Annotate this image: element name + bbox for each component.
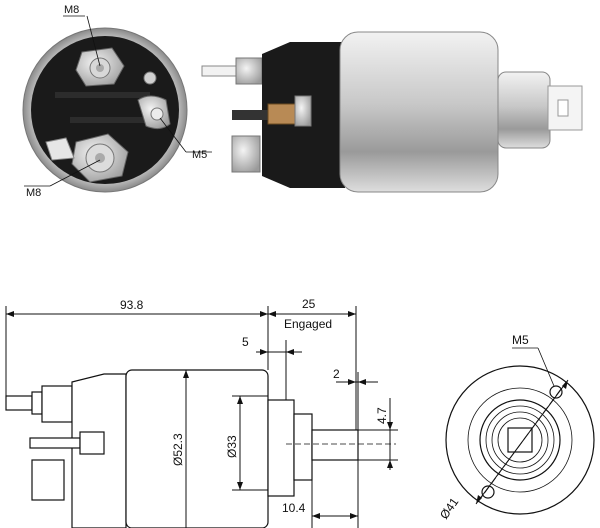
dim-nose-length: 10.4 (282, 501, 306, 515)
leader-m8-bottom (49, 159, 101, 187)
dim-offset-2: 2 (333, 367, 340, 381)
bolt-hole-bottom (481, 485, 495, 499)
photo-side-view (201, 31, 583, 193)
dim-line-bolt-circle (475, 379, 569, 505)
label-m5: M5 (192, 149, 207, 161)
drawing-side-elevation (5, 369, 359, 528)
dim-engaged-note: Engaged (284, 317, 332, 331)
dim-stroke: 25 (302, 297, 316, 311)
bolt-hole-top (549, 385, 563, 399)
leader-m5 (159, 117, 187, 153)
bottom-terminal-nut (71, 133, 129, 183)
dim-nose-diameter: Ø33 (225, 435, 239, 458)
label-m8-bottom: M8 (26, 187, 41, 199)
dim-height-4-7: 4.7 (375, 407, 389, 424)
dim-body-diameter: Ø52.3 (171, 433, 185, 466)
dim-offset-5: 5 (242, 335, 249, 349)
top-terminal-nut (75, 47, 125, 87)
dim-overall-length: 93.8 (120, 298, 144, 312)
photo-end-view (22, 27, 188, 193)
label-end-thread: M5 (512, 333, 529, 347)
leader-end-m5 (537, 347, 555, 387)
dim-bolt-circle: Ø41 (437, 495, 462, 522)
label-m8-top: M8 (64, 4, 79, 16)
leader-m8-top (86, 15, 101, 67)
drawing-front-view (445, 365, 595, 515)
